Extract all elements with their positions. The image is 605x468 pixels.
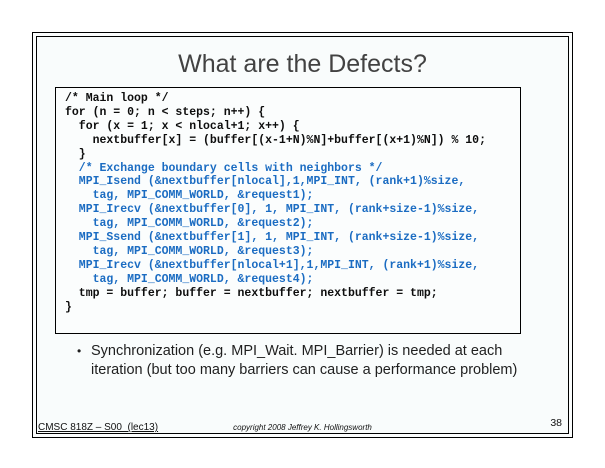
code-line: } xyxy=(65,300,72,314)
bullet-item: • Synchronization (e.g. MPI_Wait. MPI_Ba… xyxy=(77,342,539,379)
footer-copyright: copyright 2008 Jeffrey K. Hollingsworth xyxy=(233,423,372,432)
code-block: /* Main loop */for (n = 0; n < steps; n+… xyxy=(55,87,521,334)
code-line: tag, MPI_COMM_WORLD, &request4); xyxy=(65,272,314,286)
slide-frame-inner: What are the Defects? /* Main loop */for… xyxy=(36,36,569,434)
code-line: for (n = 0; n < steps; n++) { xyxy=(65,105,266,119)
code-line: nextbuffer[x] = (buffer[(x-1+N)%N]+buffe… xyxy=(65,133,486,147)
code-line: tag, MPI_COMM_WORLD, &request1); xyxy=(65,189,314,203)
code-line: MPI_Isend (&nextbuffer[nlocal],1,MPI_INT… xyxy=(65,175,466,189)
slide-title: What are the Defects? xyxy=(178,50,427,78)
bullet-text: Synchronization (e.g. MPI_Wait. MPI_Barr… xyxy=(91,343,518,378)
footer-course-label: CMSC 818Z – S00 (lec13) xyxy=(38,422,159,433)
code-line: MPI_Irecv (&nextbuffer[nlocal+1],1,MPI_I… xyxy=(65,258,480,272)
code-line: for (x = 1; x < nlocal+1; x++) { xyxy=(65,119,300,133)
code-line: /* Main loop */ xyxy=(65,92,169,105)
code-line: tmp = buffer; buffer = nextbuffer; nextb… xyxy=(65,286,438,300)
code-line: tag, MPI_COMM_WORLD, &request2); xyxy=(65,217,314,231)
code-line: MPI_Ssend (&nextbuffer[1], 1, MPI_INT, (… xyxy=(65,231,480,245)
code-line: MPI_Irecv (&nextbuffer[0], 1, MPI_INT, (… xyxy=(65,203,480,217)
slide-frame-outer: What are the Defects? /* Main loop */for… xyxy=(32,32,573,438)
code-line: } xyxy=(65,147,86,161)
code-line: tag, MPI_COMM_WORLD, &request3); xyxy=(65,244,314,258)
footer-page-number: 38 xyxy=(550,417,562,429)
code-line: /* Exchange boundary cells with neighbor… xyxy=(65,161,383,175)
bullet-marker: • xyxy=(77,344,82,358)
